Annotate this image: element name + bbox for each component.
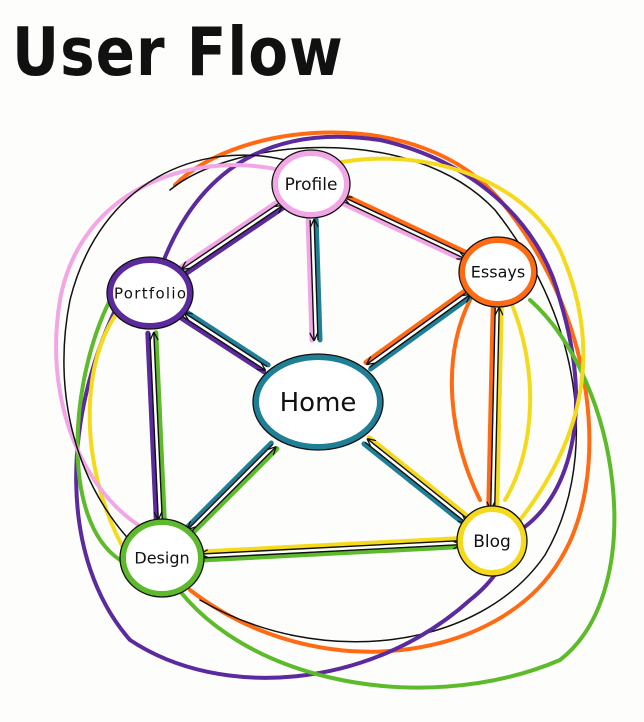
outer-loop-edges — [54, 130, 617, 690]
edge-profile-essays — [339, 193, 470, 263]
edges — [145, 193, 504, 563]
loop-pink-1 — [54, 163, 282, 542]
node-label-essays: Essays — [471, 263, 525, 282]
edge-home-portfolio — [178, 308, 271, 375]
node-label-blog: Blog — [473, 532, 511, 552]
edge-home-essays — [363, 287, 474, 372]
edge-home-design — [184, 440, 280, 536]
edge-home-profile — [305, 217, 323, 343]
loop-yellow-3 — [503, 298, 533, 502]
node-label-profile: Profile — [285, 175, 338, 195]
node-label-design: Design — [134, 549, 189, 568]
loop-purple-2 — [158, 134, 579, 542]
edge-design-blog — [198, 536, 463, 563]
node-label-portfolio: Portfolio — [114, 284, 186, 302]
loop-green-1 — [158, 298, 617, 690]
page-title: User Flow — [12, 12, 344, 91]
loop-yellow-1 — [308, 156, 586, 522]
node-label-home: Home — [280, 388, 357, 418]
node-home: Home — [252, 353, 384, 451]
edge-essays-blog — [486, 305, 504, 512]
loop-purple-1 — [74, 298, 513, 680]
node-blog: Blog — [456, 505, 528, 577]
edge-home-blog — [361, 435, 472, 527]
edge-profile-portfolio — [178, 198, 286, 277]
edge-portfolio-design — [145, 330, 167, 522]
node-profile: Profile — [271, 149, 351, 219]
node-essays: Essays — [458, 236, 538, 308]
node-design: Design — [119, 518, 205, 598]
loop-orange-3 — [449, 298, 482, 502]
node-portfolio: Portfolio — [106, 256, 194, 330]
loop-black-1 — [63, 154, 286, 561]
